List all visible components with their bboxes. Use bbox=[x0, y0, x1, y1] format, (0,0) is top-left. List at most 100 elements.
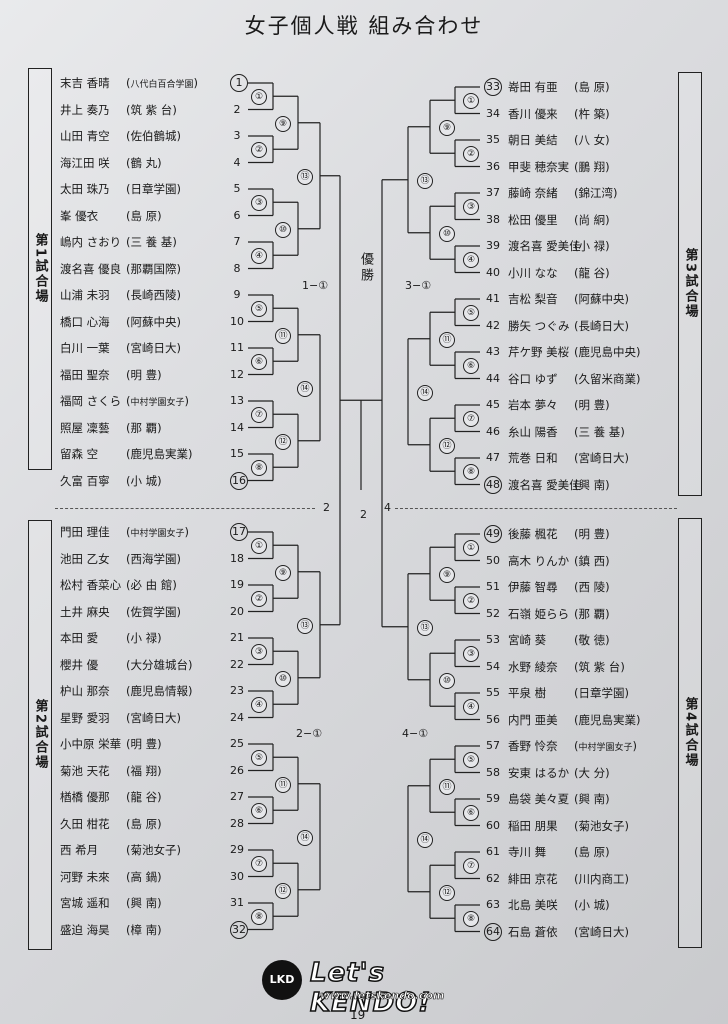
paren-open: ( bbox=[574, 633, 579, 647]
paren-open: ( bbox=[126, 843, 131, 857]
match-number: ⑤ bbox=[463, 752, 479, 769]
seed-number: 42 bbox=[486, 318, 500, 332]
paren-open: ( bbox=[574, 527, 579, 541]
player-school: 川内商工 bbox=[578, 871, 625, 886]
paren-open: ( bbox=[126, 261, 131, 276]
player-name: 甲斐 穂奈実 bbox=[508, 159, 570, 174]
player-row: 久田 柑花(島 原)28 bbox=[60, 814, 250, 834]
player-entry: 芹ケ野 美桜(鹿児島中央) bbox=[508, 342, 641, 362]
player-entry: 内門 亜美(鹿児島実業) bbox=[508, 710, 641, 730]
match-number: ⑬ bbox=[297, 168, 313, 185]
paren-close: ) bbox=[157, 367, 162, 382]
paren-close: ) bbox=[176, 182, 182, 196]
match-number: ⑥ bbox=[463, 358, 479, 375]
player-name: 安東 はるか bbox=[508, 765, 570, 780]
seed-number: 26 bbox=[230, 763, 244, 777]
match-number: ⑦ bbox=[251, 856, 267, 873]
player-school: 島 原 bbox=[130, 208, 158, 223]
player-row: 福田 聖奈(明 豊)12 bbox=[60, 365, 250, 385]
seed-number: 55 bbox=[486, 686, 500, 699]
paren-open: ( bbox=[126, 763, 131, 778]
player-row: 星野 愛羽(宮崎日大)24 bbox=[60, 708, 250, 728]
player-name: 盛迫 海昊 bbox=[60, 922, 110, 937]
paren-open: ( bbox=[126, 102, 131, 117]
player-name: 香野 怜奈 bbox=[508, 739, 558, 753]
player-row: 盛迫 海昊(樟 南)32 bbox=[60, 920, 250, 940]
player-name: 福田 聖奈 bbox=[60, 367, 110, 382]
seed-number: 45 bbox=[486, 398, 500, 411]
paren-open: ( bbox=[126, 420, 131, 435]
paren-close: ) bbox=[605, 477, 610, 492]
paren-close: ) bbox=[184, 525, 190, 539]
seed-number: 12 bbox=[230, 367, 244, 381]
seed-number: 57 bbox=[486, 739, 500, 752]
player-entry: 盛迫 海昊(樟 南) bbox=[60, 923, 162, 937]
paren-close: ) bbox=[605, 398, 610, 412]
paren-close: ) bbox=[605, 580, 610, 594]
seed-number: 24 bbox=[230, 710, 244, 724]
player-entry: 峯 優衣(島 原) bbox=[60, 209, 162, 223]
paren-close: ) bbox=[605, 527, 610, 541]
player-school: 中村学園女子 bbox=[130, 398, 185, 408]
seed-number: 16 bbox=[230, 471, 248, 490]
paren-open: ( bbox=[574, 818, 579, 833]
match-number: ⑩ bbox=[439, 225, 455, 242]
paren-open: ( bbox=[126, 394, 131, 408]
player-school: 菊池女子 bbox=[130, 843, 177, 857]
player-name: 本田 愛 bbox=[60, 631, 99, 645]
paren-open: ( bbox=[126, 896, 131, 910]
player-entry: 嵜田 有亜(島 原) bbox=[508, 77, 610, 97]
paren-close: ) bbox=[636, 371, 641, 386]
paren-close: ) bbox=[157, 816, 162, 831]
player-entry: 寺川 舞(島 原) bbox=[508, 842, 610, 862]
player-entry: 留森 空(鹿児島実業) bbox=[60, 447, 193, 461]
player-school: 福 翔 bbox=[130, 763, 158, 778]
match-number: ⑫ bbox=[439, 884, 455, 901]
player-entry: 甲斐 穂奈実(鵬 翔) bbox=[508, 157, 610, 177]
player-row: 久富 百寧(小 城)16 bbox=[60, 471, 250, 491]
paren-close: ) bbox=[624, 924, 630, 939]
player-name: 稲田 朋果 bbox=[508, 818, 558, 833]
player-entry: 山浦 未羽(長崎西陵) bbox=[60, 288, 181, 302]
player-name: 嶋内 さおり bbox=[60, 235, 122, 249]
match-number: ⑤ bbox=[463, 305, 479, 322]
match-number: ⑨ bbox=[275, 564, 291, 581]
seed-number: 17 bbox=[230, 523, 248, 541]
player-name: 香川 優来 bbox=[508, 106, 558, 121]
paren-open: ( bbox=[126, 790, 131, 804]
seed-number: 61 bbox=[486, 845, 500, 858]
paren-open: ( bbox=[574, 871, 579, 886]
player-name: 芹ケ野 美桜 bbox=[508, 345, 570, 359]
player-school: 島 原 bbox=[578, 80, 606, 94]
seed-number: 21 bbox=[230, 631, 244, 644]
paren-open: ( bbox=[126, 473, 131, 488]
player-row: 留森 空(鹿児島実業)15 bbox=[60, 444, 250, 464]
player-row: 小中原 栄華(明 豊)25 bbox=[60, 734, 250, 754]
player-name: 櫻井 優 bbox=[60, 657, 99, 672]
player-entry: 宮城 遥和(興 南) bbox=[60, 896, 162, 910]
player-entry: 池田 乙女(西海学園) bbox=[60, 552, 181, 566]
seed-number: 3 bbox=[233, 129, 241, 142]
player-school: 敬 徳 bbox=[578, 633, 606, 647]
seed-number: 53 bbox=[486, 633, 500, 646]
seed-number: 58 bbox=[486, 765, 500, 779]
match-number: ② bbox=[251, 142, 267, 159]
player-entry: 高木 りんか(鎮 西) bbox=[508, 551, 610, 571]
player-name: 久富 百寧 bbox=[60, 473, 110, 488]
paren-open: ( bbox=[574, 265, 579, 280]
player-entry: 緋田 京花(川内商工) bbox=[508, 869, 629, 889]
player-entry: 照屋 凜藝(那 覇) bbox=[60, 421, 162, 435]
paren-open: ( bbox=[126, 525, 131, 539]
player-entry: 嶋内 さおり(三 養 基) bbox=[60, 235, 177, 249]
player-name: 太田 珠乃 bbox=[60, 182, 110, 196]
paren-close: ) bbox=[176, 288, 182, 302]
seed-number: 10 bbox=[230, 314, 244, 328]
